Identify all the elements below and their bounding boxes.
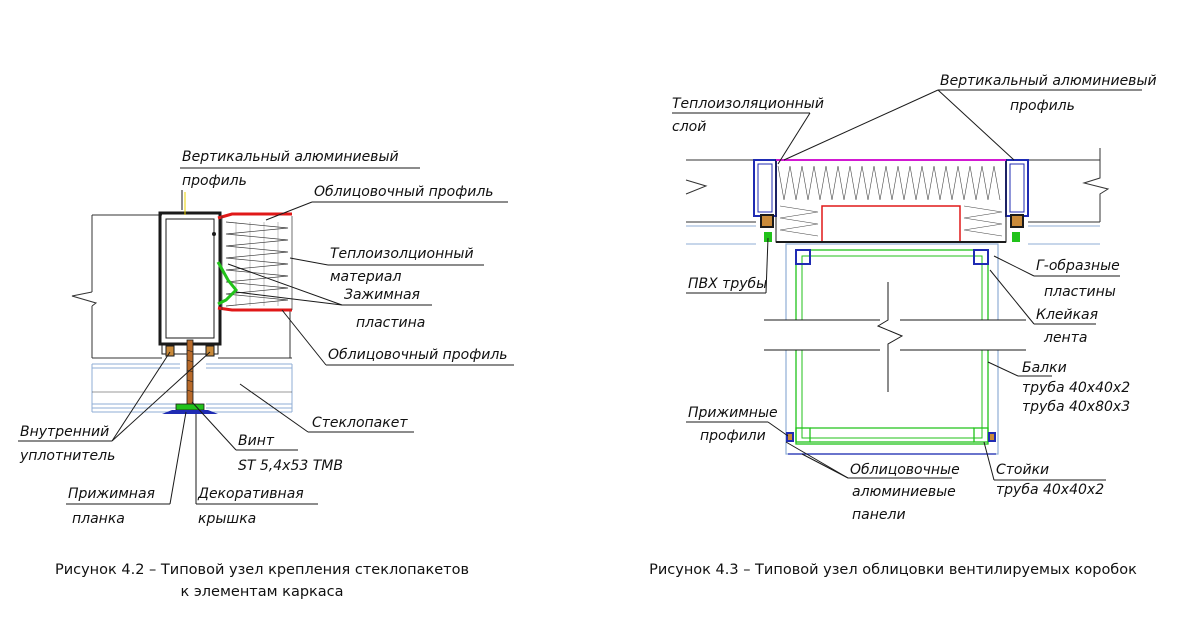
label-cladding-panels: Облицовочные bbox=[850, 462, 960, 478]
label-beams-2: труба 40x40x2 bbox=[1022, 380, 1130, 396]
label-cladding-panels-2: алюминиевые bbox=[852, 484, 956, 500]
label-pressure-profiles-2: профили bbox=[700, 428, 766, 444]
label-adhesive-tape-2: лента bbox=[1043, 330, 1087, 346]
cladding-profiles bbox=[217, 212, 292, 312]
label-posts: Стойки bbox=[996, 462, 1049, 478]
label-inner-seal-2: уплотнитель bbox=[19, 448, 115, 464]
figure-4-2: Вертикальный алюминиевый профиль Облицов… bbox=[18, 149, 514, 600]
figure-4-3: Теплоизоляционный слой Вертикальный алюм… bbox=[649, 73, 1156, 578]
caption-figure-4-2: Рисунок 4.2 – Типовой узел крепления сте… bbox=[55, 562, 469, 578]
pressure-plate bbox=[162, 403, 218, 414]
label-insulation-layer: Теплоизоляционный bbox=[672, 96, 824, 112]
label-insulation: Теплоизолционный bbox=[330, 246, 474, 262]
label-vertical-profile: Вертикальный алюминиевый bbox=[182, 149, 399, 165]
insulation-material bbox=[221, 216, 293, 310]
glass-lines-right bbox=[686, 225, 1100, 245]
label-adhesive-tape: Клейкая bbox=[1036, 307, 1098, 323]
label-decorative-cap-2: крышка bbox=[198, 511, 256, 527]
label-cladding-profile-bottom: Облицовочный профиль bbox=[328, 347, 508, 363]
label-pvc-pipes: ПВХ трубы bbox=[688, 276, 767, 292]
label-pressure-strip: Прижимная bbox=[68, 486, 155, 502]
caption-figure-4-2-line2: к элементам каркаса bbox=[180, 584, 343, 600]
clamp-plate bbox=[216, 261, 239, 306]
label-pressure-strip-2: планка bbox=[72, 511, 125, 527]
label-vertical-profile-right-2: профиль bbox=[1010, 98, 1075, 114]
break-symbol bbox=[764, 282, 1026, 392]
label-beams-3: труба 40x80x3 bbox=[1022, 399, 1130, 415]
label-glazing-unit: Стеклопакет bbox=[312, 415, 408, 431]
pvc-pipes bbox=[760, 214, 1024, 242]
leader-lines-right bbox=[672, 89, 1142, 481]
vertical-aluminium-profiles bbox=[753, 159, 1029, 217]
pressure-profiles-right bbox=[786, 432, 996, 442]
label-posts-2: труба 40x40x2 bbox=[996, 482, 1104, 498]
label-l-plates: Г-образные bbox=[1036, 258, 1120, 274]
label-cladding-profile-top: Облицовочный профиль bbox=[314, 184, 494, 200]
upper-wall bbox=[71, 214, 292, 359]
fastener-dot bbox=[212, 232, 216, 236]
label-screw-2: ST 5,4x53 TMB bbox=[238, 458, 343, 474]
label-inner-seal: Внутренний bbox=[20, 424, 109, 440]
label-clamp-plate-2: пластина bbox=[356, 315, 425, 331]
label-pressure-profiles: Прижимные bbox=[688, 405, 778, 421]
vertical-aluminium-profile bbox=[158, 192, 222, 357]
label-l-plates-2: пластины bbox=[1044, 284, 1116, 300]
label-beams: Балки bbox=[1022, 360, 1067, 376]
leader-lines bbox=[18, 167, 514, 505]
wall-section bbox=[685, 148, 1110, 223]
caption-figure-4-3: Рисунок 4.3 – Типовой узел облицовки вен… bbox=[649, 562, 1137, 578]
insulation-layer bbox=[775, 159, 1007, 243]
label-screw: Винт bbox=[238, 433, 275, 449]
label-clamp-plate: Зажимная bbox=[344, 287, 420, 303]
label-vertical-profile-2: профиль bbox=[182, 173, 247, 189]
label-cladding-panels-3: панели bbox=[852, 507, 906, 523]
label-insulation-layer-2: слой bbox=[672, 119, 706, 135]
label-decorative-cap: Декоративная bbox=[197, 486, 304, 502]
label-vertical-profile-right: Вертикальный алюминиевый bbox=[940, 73, 1157, 89]
label-insulation-2: материал bbox=[330, 269, 401, 285]
